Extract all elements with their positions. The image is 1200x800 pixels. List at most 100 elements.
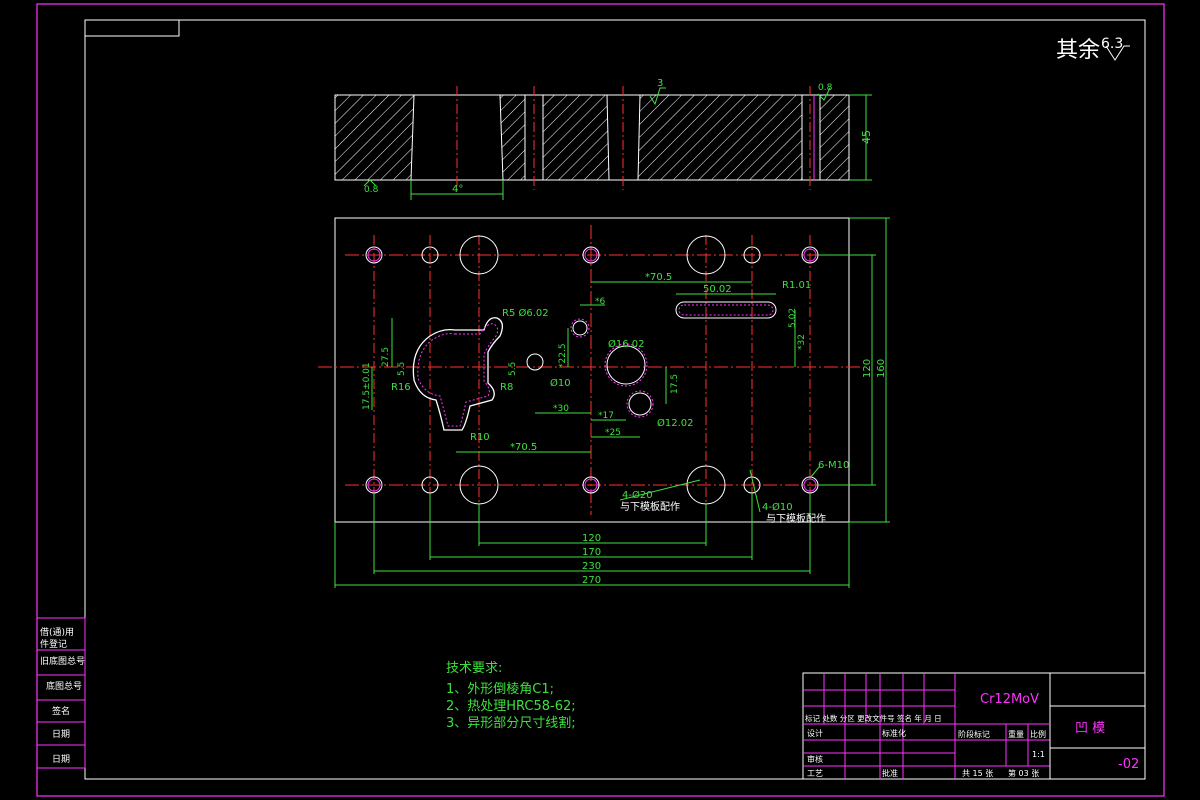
dim-5-5-left: 5.5 — [397, 362, 407, 376]
dim-27-5: 27.5 — [381, 347, 391, 367]
slot-clearance — [678, 304, 774, 316]
thickness-dim: 45 — [860, 130, 873, 144]
tb-design: 设计 — [807, 728, 823, 738]
note-match-left: 与下模板配作 — [620, 500, 680, 513]
callout-r5-6: R5 Ø6.02 — [502, 307, 549, 319]
tech-requirements: 技术要求: 1、外形倒棱角C1; 2、热处理HRC58-62; 3、异形部分尺寸… — [446, 661, 576, 731]
dim-32: *32 — [797, 334, 807, 350]
dim-slot-width: 5.02 — [788, 308, 798, 328]
tb-stage: 阶段标记 — [958, 729, 990, 739]
hole-12-clearance — [626, 390, 654, 418]
hole-m10-thread — [367, 248, 381, 262]
dim-6: *6 — [595, 297, 606, 307]
plate-outline — [334, 217, 850, 523]
material: Cr12MoV — [980, 692, 1039, 707]
hole-m10-thread — [584, 478, 598, 492]
callout-r16: R16 — [391, 382, 411, 393]
dim-120-vertical: 120 — [862, 359, 873, 378]
tech-item-1: 1、外形倒棱角C1; — [446, 681, 554, 697]
tb-scale: 1:1 — [1032, 750, 1045, 759]
callout-r10: R10 — [470, 432, 490, 443]
hole-pin — [743, 246, 761, 264]
plan-view: 120 170 230 270 120 160 *70.5 *70.5 *6 *… — [318, 217, 890, 588]
hole-m10-thread — [803, 478, 817, 492]
slot — [675, 301, 777, 319]
dim-70-5-bottom: *70.5 — [510, 442, 537, 453]
roughness-left-icon — [363, 179, 377, 187]
special-shape — [412, 317, 504, 431]
callout-slot-length: 50.02 — [703, 284, 732, 295]
callout-10: Ø10 — [550, 377, 571, 389]
tb-weight: 重量 — [1008, 729, 1024, 739]
hole-m10 — [365, 246, 383, 264]
tb-process: 工艺 — [807, 769, 823, 778]
callout-16: Ø16.02 — [608, 338, 645, 350]
callout-12: Ø12.02 — [657, 417, 694, 429]
hole-m10 — [582, 476, 600, 494]
tech-title: 技术要求: — [446, 661, 502, 676]
dim-70-5-top: *70.5 — [645, 272, 672, 283]
left-stamp: 借(通)用 件登记 旧底图总号 底图总号 签名 日期 日期 — [36, 617, 86, 769]
stamp-label: 件登记 — [40, 638, 67, 650]
roughness-right: 0.8 — [818, 83, 833, 93]
hole-m10-thread — [367, 478, 381, 492]
hole-pin — [421, 246, 439, 264]
roughness-top-icon — [649, 87, 666, 106]
hole-m10-thread — [584, 248, 598, 262]
leader — [749, 469, 761, 513]
roughness-top: 3 — [657, 78, 663, 89]
callout-r8: R8 — [500, 382, 513, 393]
tb-header-row: 标记 处数 分区 更改文件号 签名 年 月 日 — [805, 713, 942, 723]
callout-4-20: 4-Ø20 — [622, 489, 653, 501]
stamp-label: 底图总号 — [46, 680, 82, 692]
dim-230: 230 — [582, 561, 601, 572]
dim-270: 270 — [582, 575, 601, 586]
code-box — [84, 19, 180, 37]
stamp-label: 日期 — [52, 729, 70, 740]
angle-dim: 4° — [452, 184, 463, 195]
hole-m10 — [582, 246, 600, 264]
tb-sheet-no: 第 03 张 — [1008, 768, 1039, 778]
dim-22-5: *22.5 — [558, 343, 568, 368]
tech-item-3: 3、异形部分尺寸线割; — [446, 715, 576, 731]
stamp-label: 旧底图总号 — [40, 655, 85, 667]
drawing-number: -02 — [1118, 757, 1139, 772]
part-name: 凹 模 — [1075, 721, 1105, 736]
tb-scale-label: 比例 — [1030, 729, 1046, 739]
hole-large — [459, 235, 499, 275]
outer-frame — [36, 3, 1165, 797]
hole-16-clearance — [604, 343, 648, 387]
dim-17-5: 17.5 — [670, 374, 680, 394]
roughness-left: 0.8 — [364, 185, 379, 195]
stamp-label: 签名 — [52, 705, 70, 717]
hole-12 — [628, 392, 652, 416]
leader — [619, 479, 701, 501]
hole-large — [686, 235, 726, 275]
title-block: Cr12MoV 凹 模 -02 标记 处数 分区 更改文件号 签名 年 月 日 … — [802, 672, 1146, 780]
callout-4-10: 4-Ø10 — [762, 501, 793, 513]
bore-center — [606, 94, 641, 181]
special-shape-clearance — [417, 323, 499, 427]
dim-17-5-tol: 17.5±0.01 — [362, 362, 372, 410]
tb-standardize: 标准化 — [882, 728, 906, 738]
callout-m10: 6-M10 — [818, 460, 849, 471]
tb-approve: 批准 — [882, 768, 898, 778]
hole-16 — [606, 345, 646, 385]
leader — [809, 465, 821, 479]
roughness-right-icon — [817, 87, 831, 101]
stamp-box — [36, 617, 86, 769]
dim-25: *25 — [605, 428, 621, 438]
hole-10 — [526, 353, 544, 371]
roughness-value: 6.3 — [1101, 36, 1123, 52]
tb-review: 审核 — [807, 754, 823, 764]
tb-sheets: 共 15 张 — [962, 769, 993, 778]
dim-170: 170 — [582, 547, 601, 558]
dim-30: *30 — [553, 404, 569, 414]
roughness-symbol-icon — [1105, 45, 1130, 61]
roughness-prefix: 其余 — [1056, 38, 1100, 63]
hole-m10-thread — [803, 248, 817, 262]
inner-frame — [84, 19, 1146, 780]
title-block-frame — [802, 672, 1146, 780]
stamp-label: 借(通)用 — [40, 626, 74, 638]
dim-120: 120 — [582, 533, 601, 544]
